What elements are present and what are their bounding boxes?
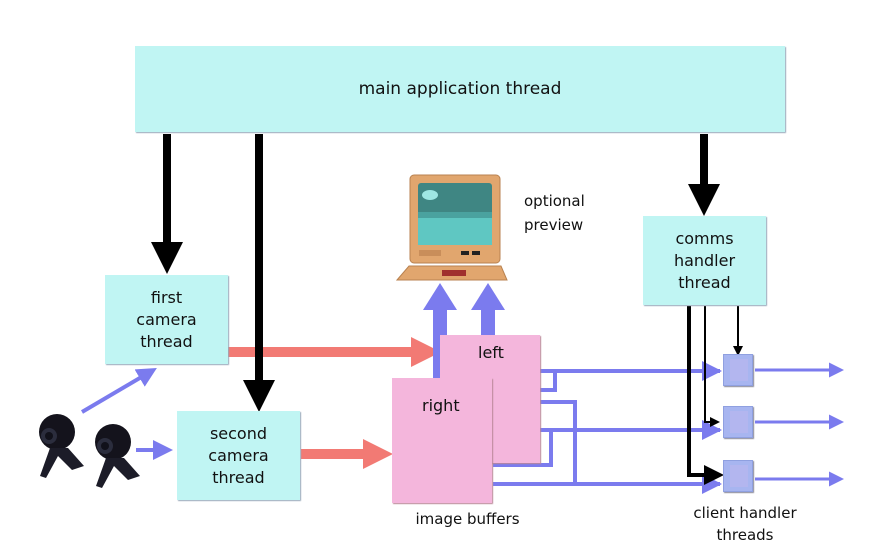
first-camera-label-line: thread (140, 331, 193, 351)
client-handler-box (723, 460, 753, 492)
main-application-thread-label: main application thread (358, 79, 562, 99)
client-handler-box (723, 406, 753, 438)
client-handler-caption: client handler threads (670, 502, 820, 546)
optional-preview-label-line: preview (524, 216, 584, 234)
second-camera-thread-box: second camera thread (177, 411, 300, 500)
comms-handler-label-line: handler (673, 250, 736, 270)
comms-handler-label-line: thread (678, 272, 731, 292)
image-buffers-caption: image buffers (415, 510, 520, 528)
webcams-group (39, 414, 140, 488)
first-camera-label-line: camera (136, 309, 197, 329)
right-image-buffer: right (392, 378, 492, 503)
second-camera-label-line: thread (212, 467, 265, 487)
right-buffer-label: right (422, 396, 460, 415)
client-handler-caption-line: client handler (693, 504, 797, 522)
client-handler-caption-line: threads (716, 526, 774, 544)
optional-preview-label-line: optional (524, 192, 585, 210)
computer-monitor-icon (395, 174, 508, 281)
client-handler-box (723, 354, 753, 386)
optional-preview-label: optional preview (524, 189, 585, 237)
camera-to-first-thread-arrow (80, 367, 157, 414)
comms-handler-label-line: comms (675, 228, 734, 248)
comms-to-client-lines (687, 306, 743, 485)
first-camera-label-line: first (150, 287, 183, 307)
comms-handler-thread-box: comms handler thread (643, 216, 766, 305)
second-camera-label-line: second (209, 423, 268, 443)
webcam-icon (95, 424, 140, 488)
second-camera-label-line: camera (208, 445, 269, 465)
main-application-thread-box: main application thread (135, 46, 785, 132)
webcam-icon (39, 414, 84, 478)
left-buffer-label: left (478, 343, 504, 362)
first-camera-thread-box: first camera thread (105, 275, 228, 364)
